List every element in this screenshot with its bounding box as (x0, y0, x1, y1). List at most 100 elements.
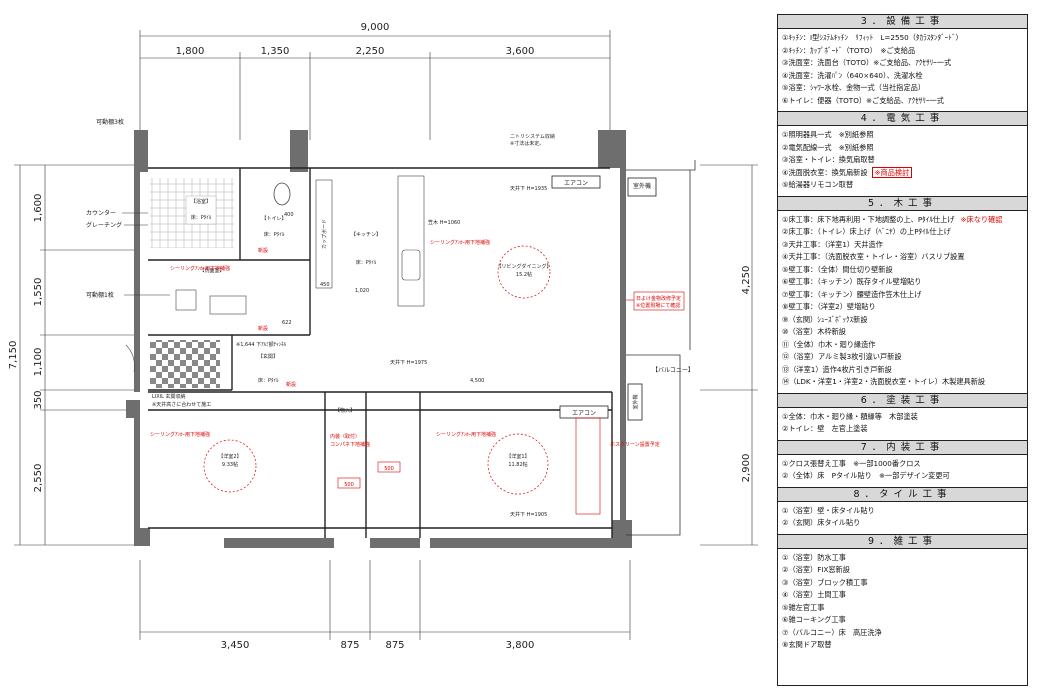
section-title: 8．タイル工事 (778, 486, 1027, 502)
toilet-label: 【トイレ】 (261, 216, 286, 222)
spec-item: ④洗面室：洗濯ﾊﾟﾝ（640×640）、洗濯水栓 (782, 70, 923, 80)
room2-ceiling-reinforce-circle (203, 439, 257, 493)
aircon-label-2: エアコン (572, 410, 596, 417)
ceiling-1060-label: 笠木 H=1060 (428, 219, 460, 226)
spec-item: ⑥雑コーキング工事 (782, 615, 846, 624)
kitchen-floor-label: 床：Pﾀｲﾙ (356, 259, 377, 266)
section-title: 9．雑工事 (778, 533, 1027, 549)
washbasin-icon (209, 295, 247, 315)
spec-item: ⑥トイレ：便器（TOTO）※ご支給品、ｱｸｾｻﾘｰ一式 (782, 95, 944, 105)
cupboard-outline (315, 179, 333, 289)
note-red-2: ※位置現場にて確認 (636, 302, 680, 309)
section-title: 6．塗装工事 (778, 392, 1027, 408)
kitchen-label: 【キッチン】 (351, 232, 381, 238)
outdoor-label-1: 室外機 (633, 182, 651, 190)
dim-right-1: 4,250 (741, 266, 752, 295)
dim-left-5: 2,550 (33, 464, 44, 493)
bath-floor-label: 床：Pﾀｲﾙ (191, 214, 212, 221)
section-title: 5．木工事 (778, 195, 1027, 211)
toilet-dim-400: 400 (284, 212, 294, 218)
kitchen-dim-1020: 1,020 (355, 288, 369, 294)
room2-size-label: 9.33帖 (222, 461, 238, 468)
balcony-label: 【バルコニー】 (652, 367, 694, 374)
spec-item: ①床工事：床下地再利用・下地調整の上、Pﾀｲﾙ仕上げ (782, 214, 955, 224)
toilet-floor-label: 床：Pﾀｲﾙ (264, 231, 285, 238)
hosk-area (575, 417, 601, 515)
spec-item: ①（浴室）防水工事 (782, 552, 846, 562)
dim-top-3: 2,250 (356, 46, 385, 57)
spec-item: ④（浴室）土間工事 (782, 590, 846, 599)
interior-walls (148, 167, 613, 538)
dimensions-bottom (139, 560, 631, 640)
kitchen-dim-450: 450 (320, 282, 330, 288)
dim-4500-label: 4,500 (470, 378, 484, 384)
genkan-tile-floor (150, 340, 220, 388)
new-wall-3: 新設 (286, 381, 296, 388)
section-naisou: 7．内装工事 ①クロス張替え工事 ※一部1000番クロス ②（全体）床 Pタイル… (778, 439, 1027, 487)
dim-bottom-1: 3,450 (221, 640, 250, 651)
room2-label: 【洋室2】 (218, 453, 241, 460)
storage-label: 【物入】 (335, 407, 355, 414)
spec-item: ②トイレ：壁 左官上塗装 (782, 424, 868, 433)
section-denki: 4．電気工事 ①照明器具一式 ※別紙参照 ②電気配線一式 ※別紙参照 ③浴室・ト… (778, 111, 1027, 196)
dim-left-2: 1,550 (33, 278, 44, 307)
counter-label: カウンター (86, 209, 116, 217)
room1-ceiling-reinforce-circle (487, 433, 549, 495)
room1-size-label: 11.82帖 (508, 461, 527, 468)
hosk-label: ホスクリーン設置予定 (610, 441, 660, 448)
section-tosou: 6．塗装工事 ①全体：巾木・廻り縁・額縁等 木部塗装 ②トイレ：壁 左官上塗装 (778, 392, 1027, 440)
spec-item: ①クロス張替え工事 ※一部1000番クロス (782, 458, 921, 468)
spec-item: ③浴室・トイレ：換気扇取替 (782, 155, 875, 164)
spec-item: ⑤壁工事：（全体）間仕切り壁新設 (782, 264, 893, 274)
dim-left-3: 1,100 (33, 348, 44, 377)
spec-item: ①ｷｯﾁﾝ：I型ｼｽﾃﾑｷｯﾁﾝ ﾘﾌｨｯﾄ L=2550（ﾀｶﾗｽﾀﾝﾀﾞｰﾄ… (782, 33, 963, 42)
note-red-box (633, 291, 685, 311)
nitori-label: ニトリシステム収納 (510, 133, 555, 140)
cupboard-label: カップボード (321, 219, 328, 249)
dim-left-1: 1,600 (33, 194, 44, 223)
red-box-note: ※商品検討 (871, 166, 913, 178)
spec-item: ⑤給湯器リモコン取替 (782, 180, 854, 189)
dim-top-4: 3,600 (506, 46, 535, 57)
dimensions-top (139, 30, 611, 140)
spec-item: ⑭（LDK・洋室1・洋室2・洗面脱衣室・トイレ）木製建具新設 (782, 377, 986, 386)
spec-item: ⑪（全体）巾木・廻り縁造作 (782, 339, 876, 349)
spec-item: ⑦（バルコニー）床 高圧洗浄 (782, 627, 882, 637)
kitchen-counter (397, 175, 425, 307)
spec-item: ①（浴室）壁・床タイル貼り (782, 505, 875, 515)
spec-item: ②（全体）床 Pタイル貼り ※一部デザイン変更可 (782, 471, 950, 480)
spec-item: ⑩（浴室）木枠新設 (782, 327, 846, 336)
spec-item: ⑧玄関ドア取替 (782, 640, 832, 649)
section-title: 7．内装工事 (778, 439, 1027, 455)
section-zatsu: 9．雑工事 ①（浴室）防水工事 ②（浴室）FIX窓新設 ③（浴室）ブロック積工事… (778, 533, 1027, 656)
living-label: 【リビングダイニング】 (496, 263, 551, 270)
outdoor-unit-2 (627, 383, 643, 421)
new-wall-1: 新設 (258, 247, 268, 254)
section-moku: 5．木工事 ①床工事：床下地再利用・下地調整の上、Pﾀｲﾙ仕上げ※床なり確認 ②… (778, 195, 1027, 393)
spec-item: ①照明器具一式 ※別紙参照 (782, 130, 874, 139)
spec-item: ③（浴室）ブロック積工事 (782, 577, 868, 587)
spec-item: ②（浴室）FIX窓新設 (782, 565, 850, 574)
dim-top-1: 1,800 (176, 46, 205, 57)
grating-label: グレーチング (86, 221, 122, 229)
alumi-label: ※1,644 下ｱﾙﾐ額ﾁｬﾝﾈﾙ (236, 341, 287, 348)
red-note: ※床なり確認 (960, 214, 1003, 224)
spec-item: ①全体：巾木・廻り縁・額縁等 木部塗装 (782, 411, 918, 421)
senmen-label: 【洗面室】 (199, 267, 224, 274)
spec-item: ⑦壁工事：（キッチン）腰壁造作笠木仕上げ (782, 289, 922, 299)
ceiling-1905-label: 天井下 H=1905 (510, 511, 547, 518)
genkan-label: 【玄関】 (258, 353, 278, 360)
dim-bottom-2: 875 (340, 640, 359, 651)
spec-item: ⑬（洋室1）造作4枚片引き戸新設 (782, 364, 892, 374)
spec-item: ②電気配線一式 ※別紙参照 (782, 142, 874, 152)
ceiling-reinforce-red-3: シーリングｱﾝｶｰ用下地補強 (436, 431, 496, 438)
bath-label: 【浴室】 (191, 198, 211, 205)
nitori-sub-label: ※寸法は未定。 (510, 140, 544, 147)
dim-left-total: 7,150 (8, 341, 19, 370)
spec-item: ⑧壁工事：（洋室2）壁増貼り (782, 302, 876, 311)
balcony (626, 160, 696, 536)
genkan-floor-label: 床：Pﾀｲﾙ (258, 377, 279, 384)
living-size-label: 15.2帖 (516, 271, 532, 278)
storage-red-1: 内装（取付） (330, 433, 360, 440)
living-ceiling-reinforce-circle (497, 245, 551, 299)
